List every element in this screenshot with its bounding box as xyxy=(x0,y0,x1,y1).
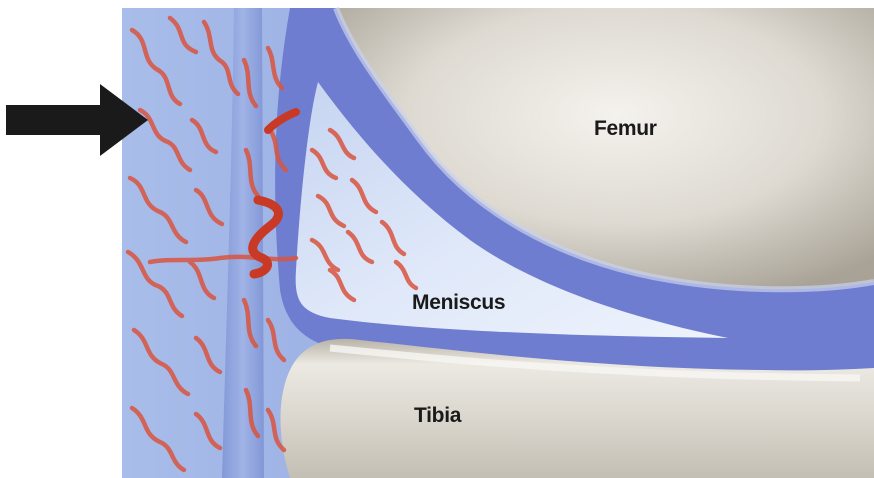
tibia-label: Tibia xyxy=(414,404,461,428)
femur-label: Femur xyxy=(594,117,657,141)
meniscus-label: Meniscus xyxy=(412,291,505,315)
